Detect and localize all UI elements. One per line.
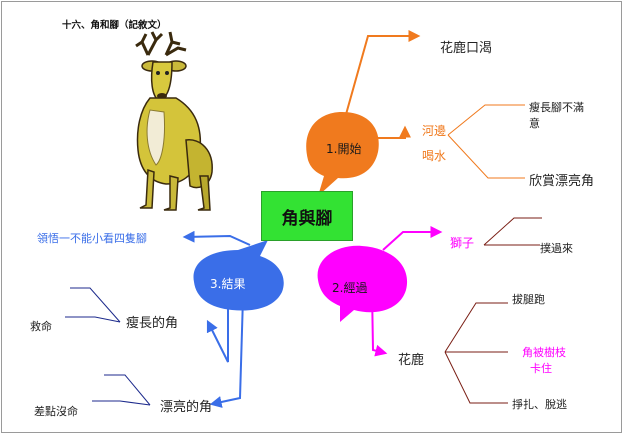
node-admire-horns: 欣賞漂亮角 — [529, 174, 595, 189]
node-lion: 獅子 — [450, 236, 475, 250]
node-horns-caught-line1: 角被樹枝 — [522, 346, 566, 359]
node-legs-unhappy-line2: 意 — [529, 117, 540, 130]
node-pounce: 撲過來 — [540, 242, 573, 255]
page-title: 十六、角和腳（記敘文） — [62, 20, 167, 31]
node-slender-horn: 瘦長的角 — [126, 316, 179, 331]
bubble-start-label: 1.開始 — [326, 142, 362, 156]
node-run: 拔腿跑 — [512, 293, 545, 306]
bubble-result — [193, 240, 284, 311]
deer-illustration — [135, 31, 213, 211]
bubble-process — [317, 245, 408, 322]
bubble-result-label: 3.結果 — [210, 277, 246, 291]
bubble-process-label: 2.經過 — [332, 281, 368, 295]
node-deer: 花鹿 — [398, 353, 425, 368]
node-drink-water: 喝水 — [422, 149, 447, 163]
node-beautiful-horn: 漂亮的角 — [160, 400, 213, 415]
node-deer-thirsty: 花鹿口渴 — [440, 41, 493, 56]
central-topic: 角與腳 — [261, 191, 353, 241]
node-lesson: 領悟一不能小看四隻腳 — [37, 232, 147, 245]
node-saved-life: 救命 — [30, 320, 52, 333]
node-legs-unhappy-line1: 瘦長腳不滿 — [529, 101, 584, 114]
node-struggle-escape: 掙扎、脫逃 — [512, 398, 567, 411]
node-nearly-died: 差點沒命 — [34, 405, 78, 418]
node-horns-caught-line2: 卡住 — [530, 362, 552, 375]
node-riverside: 河邊 — [422, 124, 447, 138]
bubble-start — [306, 112, 379, 196]
